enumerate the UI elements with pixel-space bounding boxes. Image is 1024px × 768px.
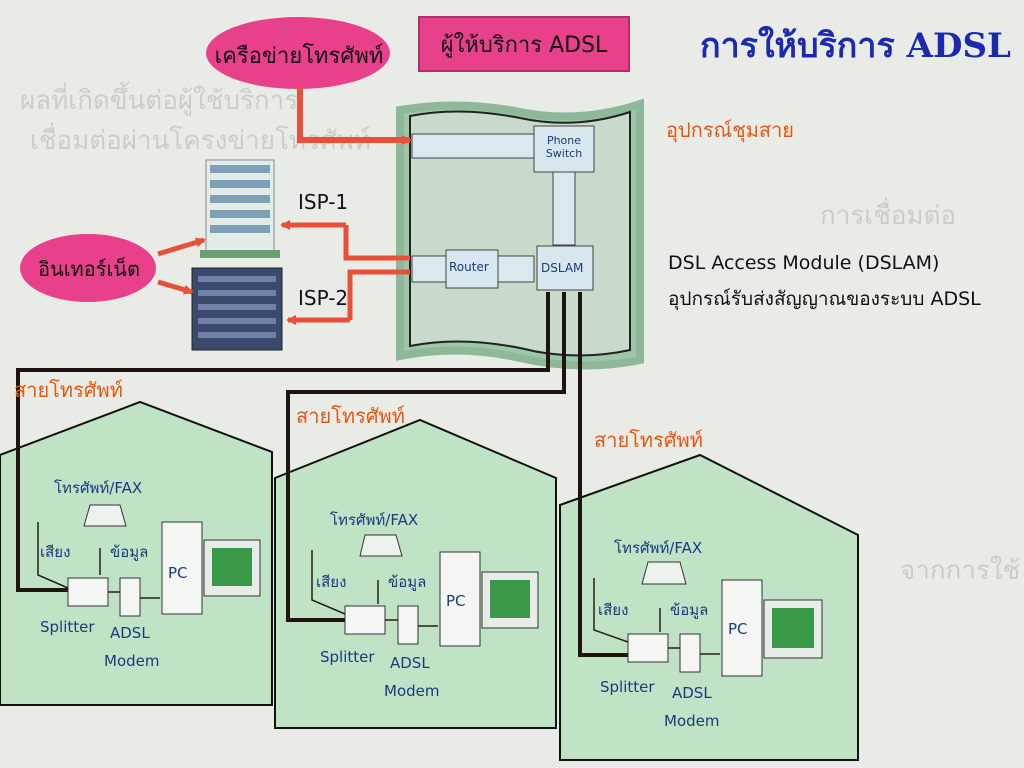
house-3-modem: Modem (664, 712, 720, 730)
page-title: การให้บริการ ADSL (700, 26, 1011, 66)
house-3 (559, 453, 859, 761)
cable-house-1 (16, 292, 550, 592)
phone-switch-device (533, 125, 595, 173)
concentrator-label: อุปกรณ์ชุมสาย (666, 118, 795, 142)
house-3-data: ข้อมูล (670, 601, 709, 619)
internet-isp1-arrow (157, 237, 206, 257)
internet-isp2-arrow (157, 279, 194, 295)
isp1-label: ISP-1 (298, 190, 349, 214)
internet-ellipse (20, 234, 156, 302)
house-3-splitter: Splitter (600, 678, 655, 696)
cable-house-3 (578, 292, 628, 657)
phone-network-arrow (297, 88, 412, 145)
house-2-phone-fax: โทรศัพท์/FAX (330, 511, 419, 529)
phone-network-label: เครือข่ายโทรศัพท์ (214, 44, 384, 69)
isp2-building-icon (191, 267, 283, 351)
router-device (445, 249, 499, 289)
house-1-pc: PC (168, 564, 188, 582)
house-1-phone-fax: โทรศัพท์/FAX (54, 479, 143, 497)
router-label: Router (449, 260, 489, 274)
house-2-pc: PC (446, 592, 466, 610)
house-2-voice: เสียง (316, 573, 347, 591)
house-3-devices (593, 561, 823, 677)
provider-box: ผู้ให้บริการ ADSL (418, 16, 630, 72)
house-3-phone-line: สายโทรศัพท์ (594, 428, 703, 452)
house-3-pc: PC (728, 620, 748, 638)
phone-switch-label: Phone Switch (545, 134, 583, 160)
house-3-voice: เสียง (598, 601, 629, 619)
house-2-splitter: Splitter (320, 648, 375, 666)
house-1-phone-line: สายโทรศัพท์ (14, 378, 123, 402)
dslam-title: DSL Access Module (DSLAM) (668, 252, 940, 274)
house-1-data: ข้อมูล (110, 543, 149, 561)
house-3-phone-fax: โทรศัพท์/FAX (614, 539, 703, 557)
house-2-phone-line: สายโทรศัพท์ (296, 404, 405, 428)
isp1-building-icon (200, 159, 280, 258)
isp1-arrow (282, 225, 410, 261)
house-1-modem: Modem (104, 652, 160, 670)
house-3-adsl: ADSL (672, 684, 712, 702)
house-2 (274, 418, 557, 729)
house-1 (0, 400, 273, 706)
house-2-data: ข้อมูล (388, 573, 427, 591)
dslam-device (536, 245, 594, 291)
isp2-arrow (288, 269, 410, 320)
house-1-splitter: Splitter (40, 618, 95, 636)
phone-network-ellipse (206, 17, 390, 89)
pipe-vertical (552, 169, 576, 246)
house-2-modem: Modem (384, 682, 440, 700)
internet-label: อินเทอร์เน็ต (38, 257, 140, 281)
house-1-voice: เสียง (40, 543, 71, 561)
dslam-label: DSLAM (541, 261, 584, 275)
dslam-desc: อุปกรณ์รับส่งสัญญาณของระบบ ADSL (668, 288, 981, 310)
house-1-devices (37, 504, 261, 617)
cable-house-2 (286, 292, 566, 622)
pipe-phone (411, 133, 537, 159)
house-1-adsl: ADSL (110, 624, 150, 642)
house-2-devices (311, 534, 539, 647)
house-2-adsl: ADSL (390, 654, 430, 672)
isp2-label: ISP-2 (298, 286, 349, 310)
